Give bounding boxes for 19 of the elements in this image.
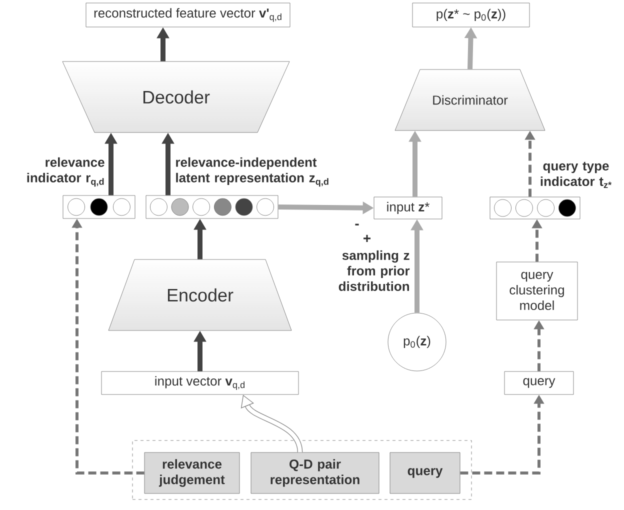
query-box: query (504, 371, 574, 395)
encoder-trapezoid: Encoder (108, 259, 292, 331)
decoder-trapezoid: Decoder (62, 61, 290, 133)
source-box: relevance judgement (144, 452, 240, 494)
sign-label: + (364, 234, 371, 242)
discriminator-trapezoid: Discriminator (394, 69, 546, 131)
sign-label: - (355, 224, 359, 226)
source-box: query (390, 452, 460, 494)
input-group-box (132, 440, 472, 500)
source-box: Q-D pair representation (250, 452, 380, 494)
vector-label: relevance indicator r$_{q,d}$ (27, 157, 104, 187)
vector-label: relevance-independent latent representation z$_{q,d}$ (176, 157, 328, 187)
clustering-box: query clustering model (496, 262, 578, 320)
output-box: reconstructed feature vector v'$_{q,d}$ (86, 2, 290, 28)
vector-label: query type indicator t$_{z*}$ (540, 162, 612, 188)
probability-box: p(z* ~ p$_{0}$(z)) (412, 2, 530, 28)
input-box: input z* (374, 196, 442, 220)
arrow (240, 394, 303, 453)
edge-label: sampling z from prior distribution (322, 249, 411, 292)
